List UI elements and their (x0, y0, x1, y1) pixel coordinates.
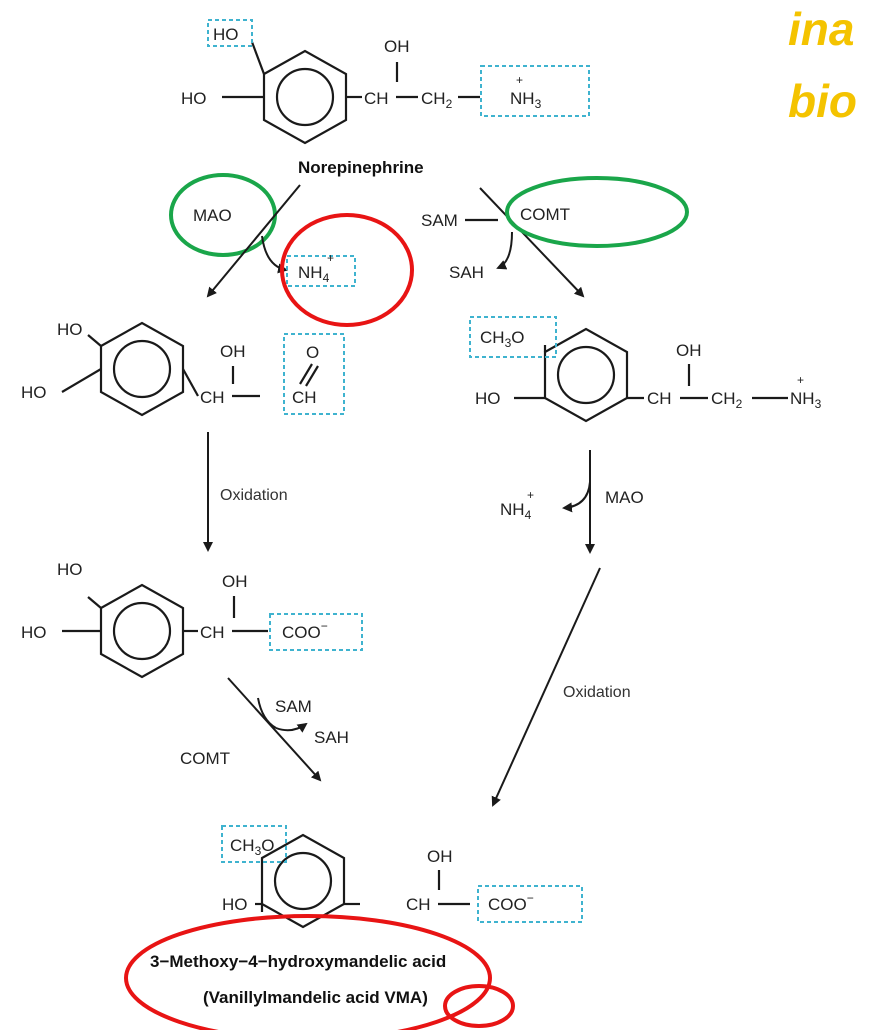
ch-label: CH (647, 389, 672, 408)
sah-curve (275, 722, 308, 733)
cho-label: CH (292, 388, 317, 407)
nh3-label: NH3 (790, 389, 822, 411)
bond (182, 368, 199, 397)
highlight-box (283, 333, 345, 415)
title-line-1: ina (788, 3, 854, 55)
ch3o-label: CH3O (480, 328, 524, 350)
double-bond (305, 365, 319, 387)
ch-label: CH (364, 89, 389, 108)
enzyme-circle (505, 176, 689, 248)
ho-top-label: HO (57, 560, 83, 579)
ring-circle (112, 601, 172, 661)
highlight-box (221, 825, 287, 863)
double-bond (299, 363, 313, 385)
oh-label: OH (676, 341, 702, 360)
ho-left-label: HO (21, 623, 47, 642)
plus-label: + (516, 73, 523, 87)
sam-label: SAM (275, 697, 312, 716)
bond (87, 334, 102, 347)
nh3-label: NH3 (510, 89, 542, 111)
ring-circle (112, 339, 172, 399)
nh4-plus: + (327, 251, 334, 265)
oxidation-label-right: Oxidation (563, 684, 631, 701)
highlight-box (207, 19, 253, 47)
plus-label: + (797, 373, 804, 387)
oxidation-arrow-right (491, 567, 601, 807)
comt-step-left: SAM SAH COMT (180, 677, 349, 782)
dihydroxymandelic-acid-structure: HO HO OH CH COO− (21, 560, 363, 679)
bond (87, 596, 102, 609)
comt-step-right: SAM COMT SAH (421, 176, 689, 298)
norepinephrine-name: Norepinephrine (298, 158, 424, 177)
sam-label: SAM (421, 211, 458, 230)
vma-abbrev-circle (443, 984, 515, 1028)
product-name-circle (124, 914, 492, 1035)
mao-label: MAO (193, 206, 232, 225)
ch2-label: CH2 (711, 389, 743, 411)
nh4-label: NH4 (298, 263, 330, 285)
ho-top-label: HO (57, 320, 83, 339)
comt-arrow (227, 677, 322, 782)
vma-structure: CH3O HO OH CH COO− (221, 825, 583, 929)
ch-label: CH (200, 623, 225, 642)
o-label: O (306, 343, 319, 362)
bond (250, 41, 266, 75)
bond (61, 368, 102, 393)
nh4-label: NH4 (500, 500, 532, 522)
mao-arrow (206, 184, 301, 298)
ho-left-label: HO (21, 383, 47, 402)
mao-label: MAO (605, 488, 644, 507)
ring-circle (556, 345, 616, 405)
ch2-label: CH2 (421, 89, 453, 111)
oh-label: OH (427, 847, 453, 866)
comt-label: COMT (520, 205, 570, 224)
highlight-box (269, 613, 363, 651)
norepinephrine-ring (262, 49, 348, 145)
mao-step-right: NH4 + MAO (500, 450, 644, 554)
nh4-plus: + (527, 488, 534, 502)
released-ammonium-circle (280, 213, 414, 327)
sam-curve (257, 697, 277, 729)
oxidation-label-left: Oxidation (220, 487, 288, 504)
ho-left-label: HO (222, 895, 248, 914)
norepinephrine-ring-circle (275, 67, 335, 127)
norepinephrine-structure: HO HO OH CH CH2 NH3 + Norepinephrine (181, 19, 590, 177)
ho-left-label: HO (181, 89, 207, 108)
coo-label: COO− (282, 619, 328, 642)
vma-systematic-name: 3−Methoxy−4−hydroxymandelic acid (150, 952, 446, 971)
oh-label: OH (222, 572, 248, 591)
oh-label: OH (220, 342, 246, 361)
ring-circle (273, 851, 333, 911)
ring (99, 321, 185, 417)
oh-label: OH (384, 37, 410, 56)
aldehyde-structure: HO HO OH CH O CH (21, 320, 345, 417)
comt-label: COMT (180, 749, 230, 768)
nh4-release-arrow (562, 481, 591, 513)
ho-top-label: HO (213, 25, 239, 44)
title-line-2: bio (788, 75, 857, 127)
ch-label: CH (406, 895, 431, 914)
highlight-box (480, 65, 590, 117)
mao-step: MAO NH4 + (169, 173, 414, 327)
ring (99, 583, 185, 679)
ch3o-label: CH3O (230, 836, 274, 858)
ch-label: CH (200, 388, 225, 407)
sah-label: SAH (449, 263, 484, 282)
sah-label: SAH (314, 728, 349, 747)
comt-arrow (479, 187, 585, 298)
highlight-box (469, 316, 557, 358)
normetanephrine-structure: CH3O HO OH CH CH2 NH3 + (469, 316, 822, 423)
sah-release-arrow (496, 231, 513, 270)
ho-left-label: HO (475, 389, 501, 408)
vma-abbreviation: VMA (384, 988, 422, 1007)
highlight-box (477, 885, 583, 923)
coo-label: COO− (488, 891, 534, 914)
vma-common-name: (Vanillylmandelic acid VMA) (203, 988, 428, 1007)
